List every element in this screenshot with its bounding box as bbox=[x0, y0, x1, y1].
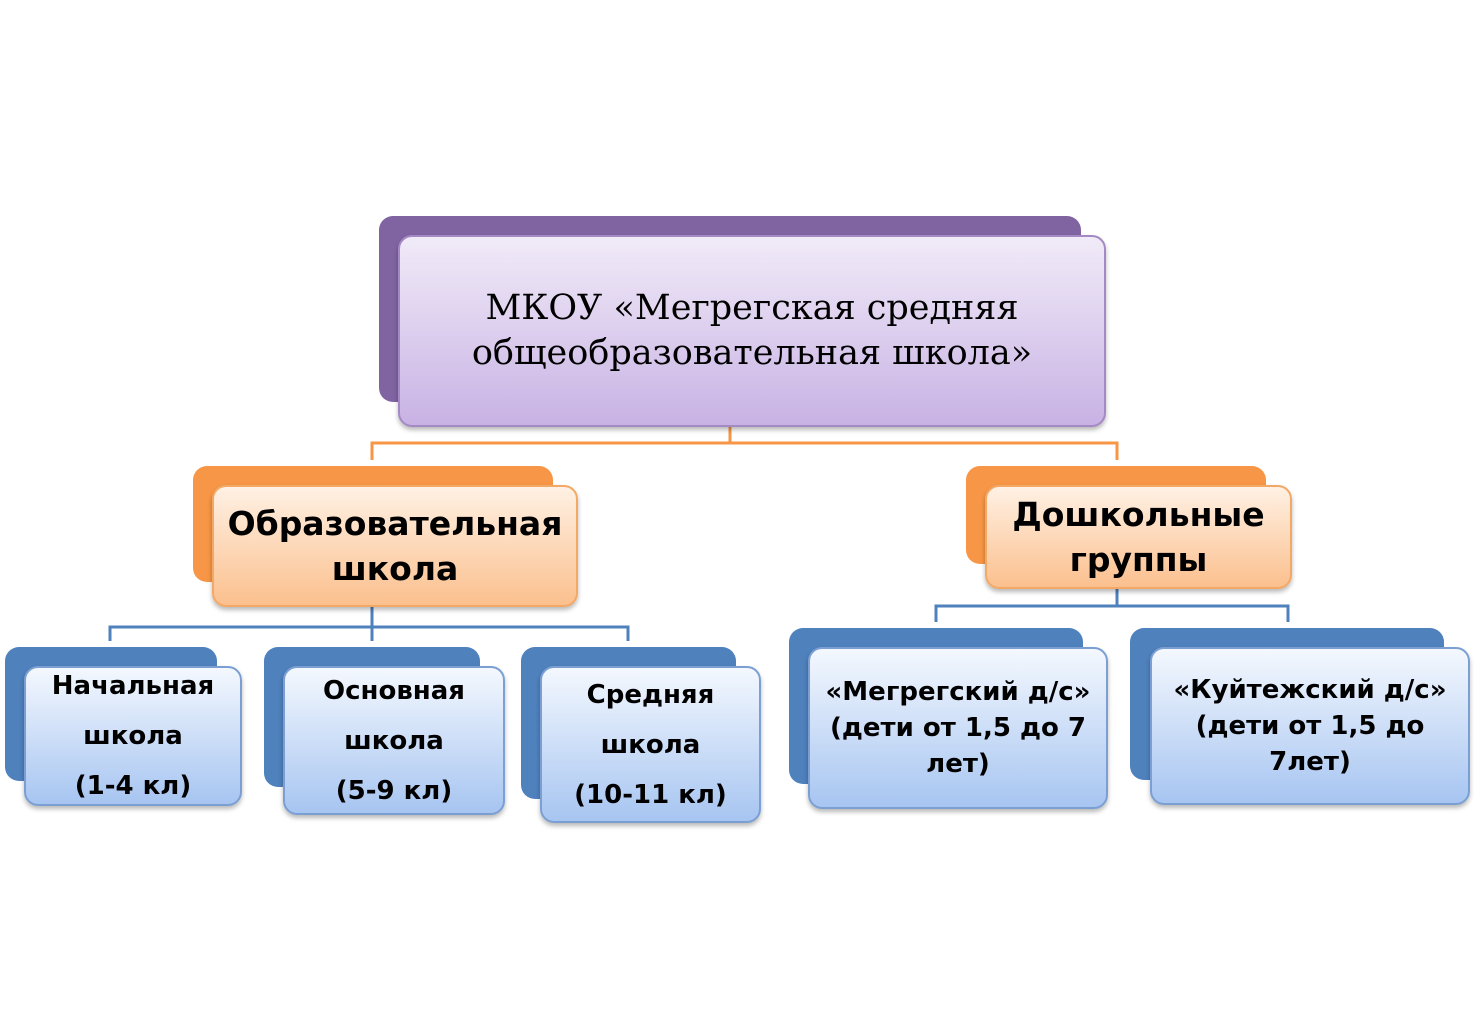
root-connector bbox=[370, 427, 1119, 460]
preschool-node-label: Дошкольные группы bbox=[1012, 495, 1265, 579]
branches-bus-line bbox=[370, 441, 1119, 460]
preschool-connector bbox=[934, 589, 1290, 622]
root-node-label: МКОУ «Мегрегская средняя общеобразовател… bbox=[471, 288, 1033, 373]
root-node: МКОУ «Мегрегская средняя общеобразовател… bbox=[398, 235, 1106, 427]
primary-school-label: Начальная школа (1-4 кл) bbox=[51, 671, 215, 801]
school-node: Образовательная школа bbox=[212, 485, 578, 607]
secondary-school-node: Средняя школа (10-11 кл) bbox=[540, 666, 761, 823]
basic-school-label: Основная школа (5-9 кл) bbox=[323, 675, 465, 806]
kuitezh-kindergarten-node: «Куйтежский д/с» (дети от 1,5 до 7лет) bbox=[1150, 647, 1470, 805]
school-connector bbox=[108, 607, 630, 641]
megreg-kindergarten-node: «Мегрегский д/с» (дети от 1,5 до 7 лет) bbox=[808, 647, 1108, 809]
kuitezh-kindergarten-label: «Куйтежский д/с» (дети от 1,5 до 7лет) bbox=[1173, 675, 1447, 777]
basic-school-node: Основная школа (5-9 кл) bbox=[283, 666, 505, 815]
primary-school-node: Начальная школа (1-4 кл) bbox=[24, 666, 242, 806]
preschool-bus-line bbox=[934, 604, 1290, 622]
megreg-kindergarten-label: «Мегрегский д/с» (дети от 1,5 до 7 лет) bbox=[825, 677, 1091, 779]
secondary-school-label: Средняя школа (10-11 кл) bbox=[574, 679, 727, 810]
preschool-node: Дошкольные группы bbox=[985, 485, 1292, 589]
school-node-label: Образовательная школа bbox=[227, 504, 563, 588]
school-bus-line bbox=[108, 625, 630, 641]
